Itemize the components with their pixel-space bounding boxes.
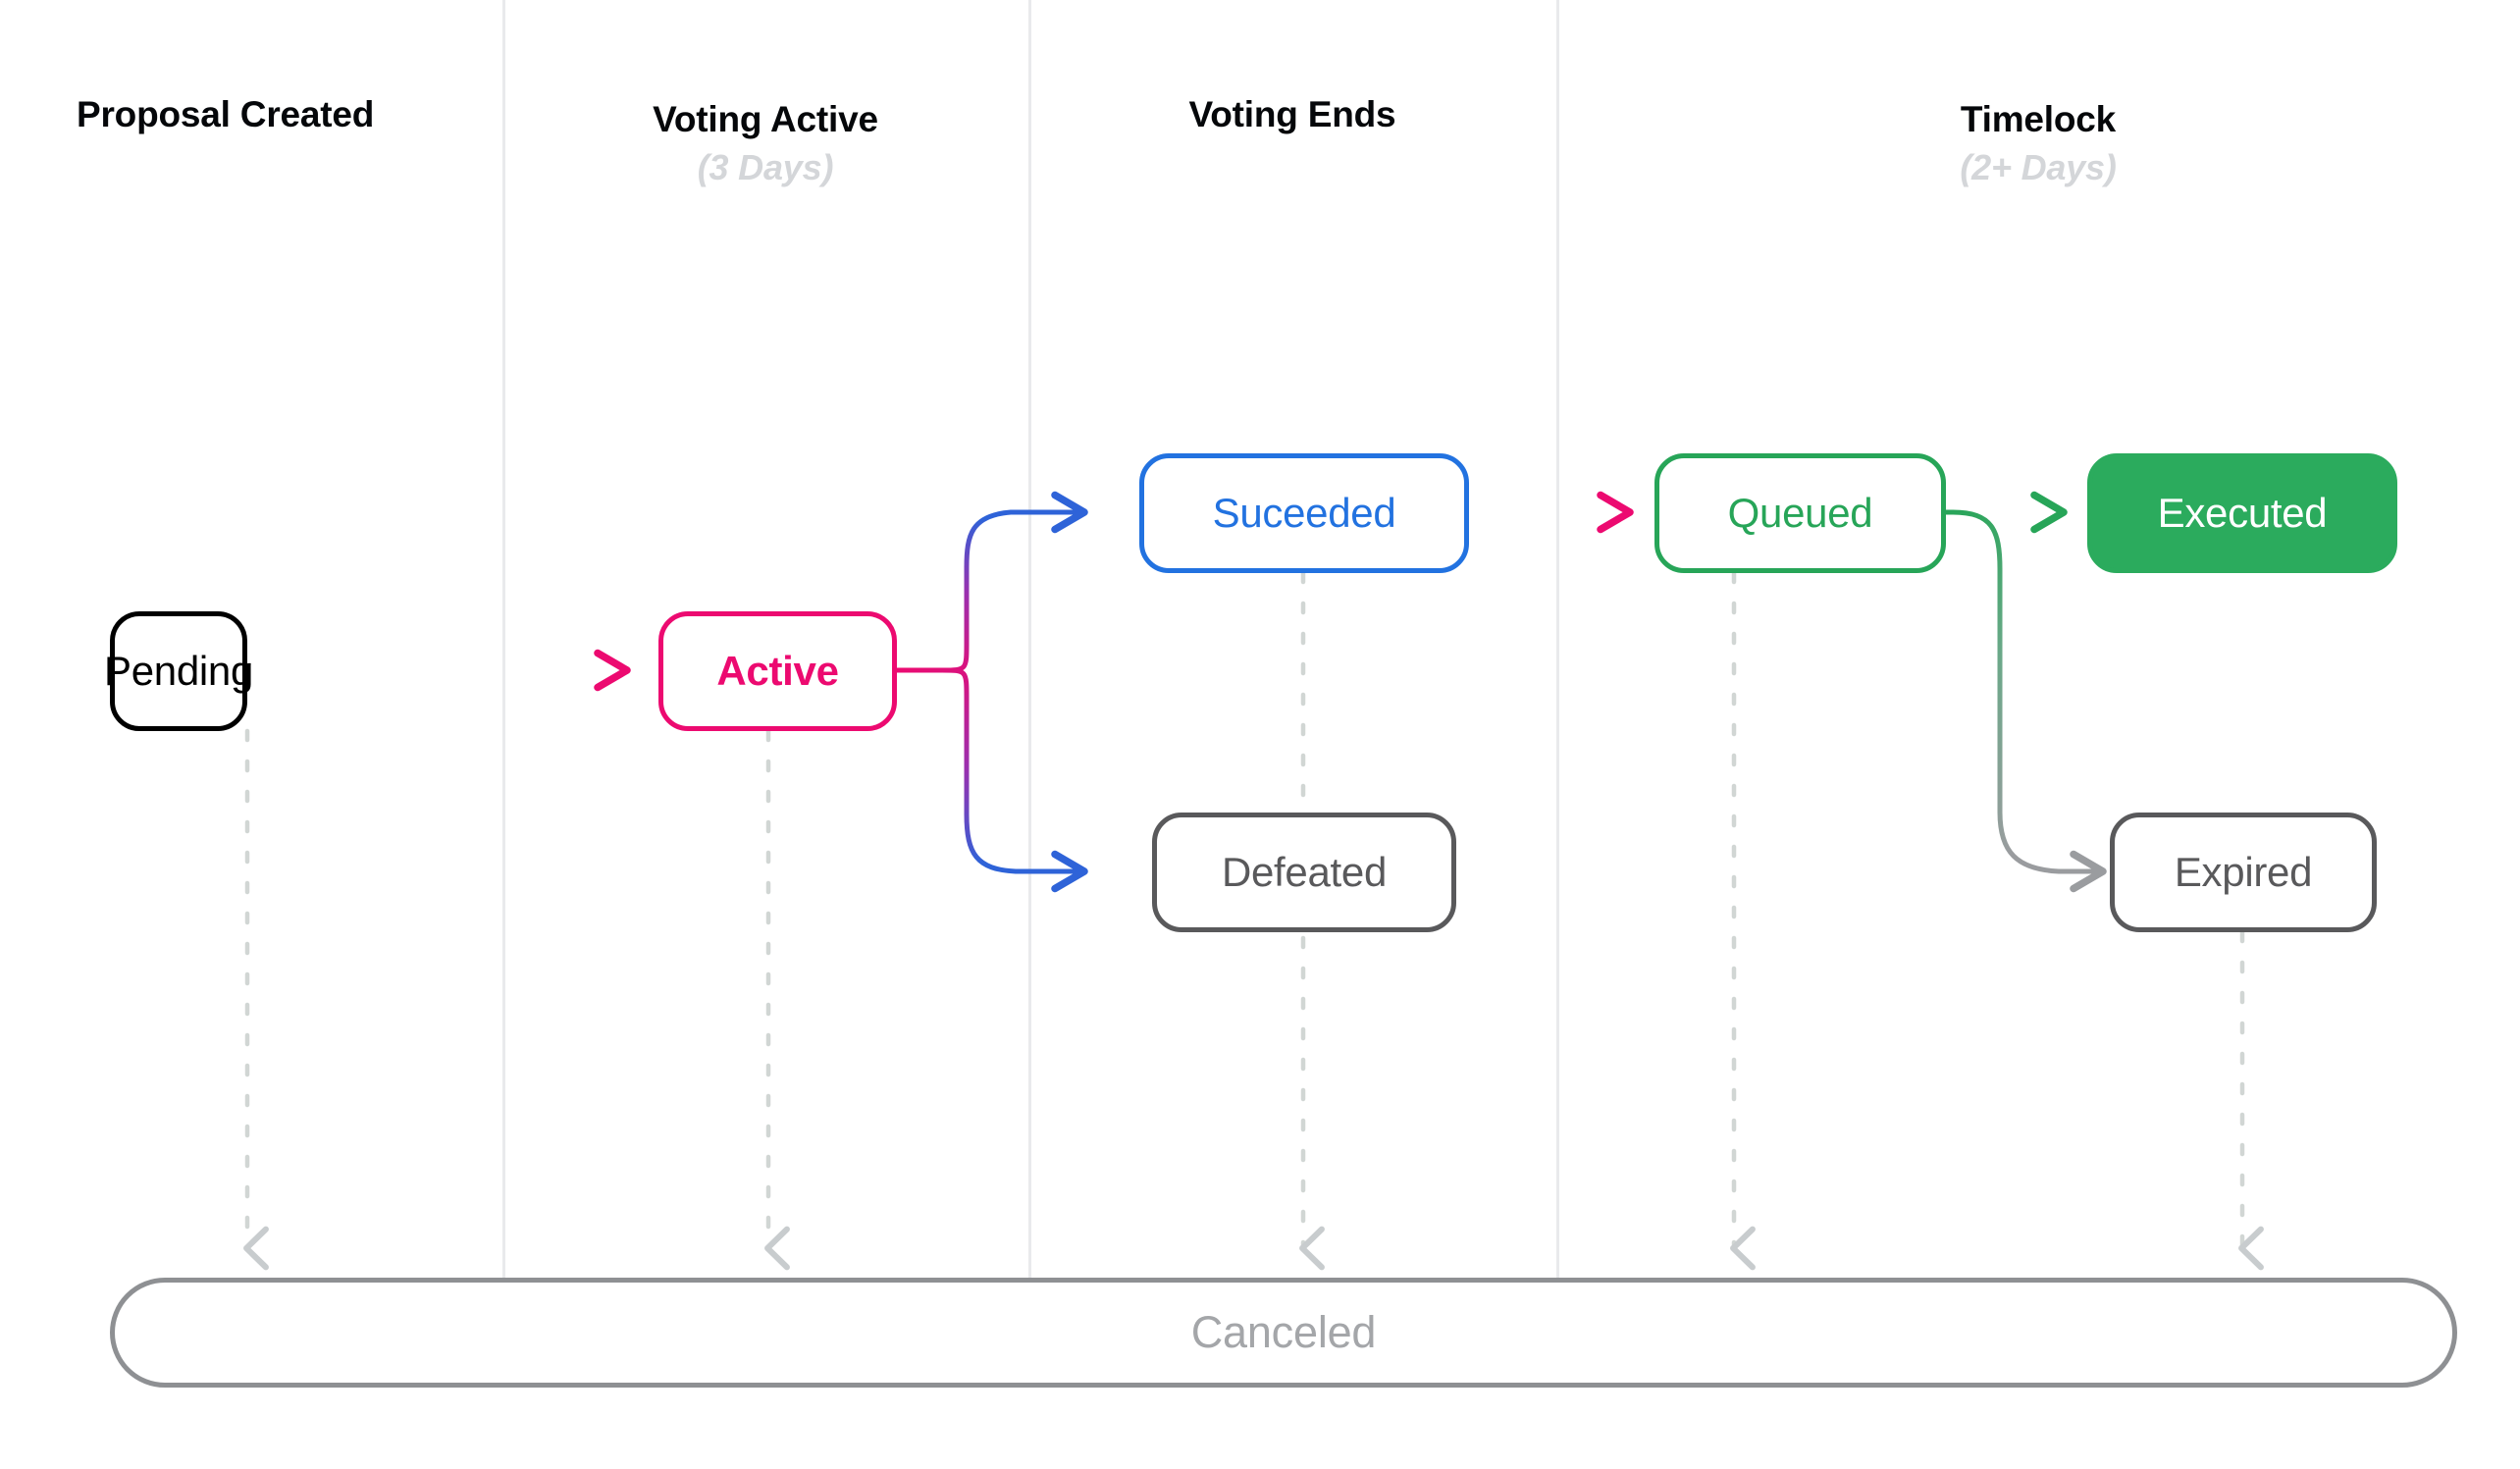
node-canceled[interactable]: Canceled xyxy=(110,1278,2457,1388)
column-separator-1 xyxy=(502,0,505,1278)
node-label: Defeated xyxy=(1221,849,1388,895)
edge-active-to-suceeded xyxy=(892,491,1088,673)
node-label: Executed xyxy=(2157,490,2328,536)
phase-header-voting-ends: Voting Ends xyxy=(1028,93,1556,136)
node-label: Suceeded xyxy=(1212,490,1396,536)
node-label: Canceled xyxy=(1190,1307,1377,1357)
phase-title: Voting Active xyxy=(653,99,878,139)
node-defeated[interactable]: Defeated xyxy=(1152,813,1456,932)
node-expired[interactable]: Expired xyxy=(2110,813,2377,932)
node-pending[interactable]: Pending xyxy=(104,611,253,731)
phase-header-voting-active: Voting Active (3 Days) xyxy=(502,98,1028,188)
node-queued[interactable]: Queued xyxy=(1654,453,1946,573)
phase-title: Voting Ends xyxy=(1188,94,1396,134)
edge-active-to-defeated xyxy=(892,667,1088,893)
phase-header-timelock: Timelock (2+ Days) xyxy=(1556,98,2520,188)
node-label: Active xyxy=(716,648,839,694)
phase-title: Proposal Created xyxy=(77,94,375,134)
node-suceeded[interactable]: Suceeded xyxy=(1139,453,1469,573)
phase-title: Timelock xyxy=(1960,99,2117,139)
phase-header-proposal-created: Proposal Created xyxy=(77,93,374,136)
node-label: Queued xyxy=(1727,490,1873,536)
column-separator-2 xyxy=(1028,0,1031,1278)
phase-duration: (2+ Days) xyxy=(1960,146,2117,187)
node-executed[interactable]: Executed xyxy=(2087,453,2397,573)
edge-queued-to-expired xyxy=(1941,509,2107,893)
column-separator-3 xyxy=(1556,0,1559,1278)
node-label: Expired xyxy=(2174,849,2313,895)
node-label: Pending xyxy=(103,648,254,694)
phase-duration: (3 Days) xyxy=(697,146,834,187)
node-active[interactable]: Active xyxy=(658,611,897,731)
